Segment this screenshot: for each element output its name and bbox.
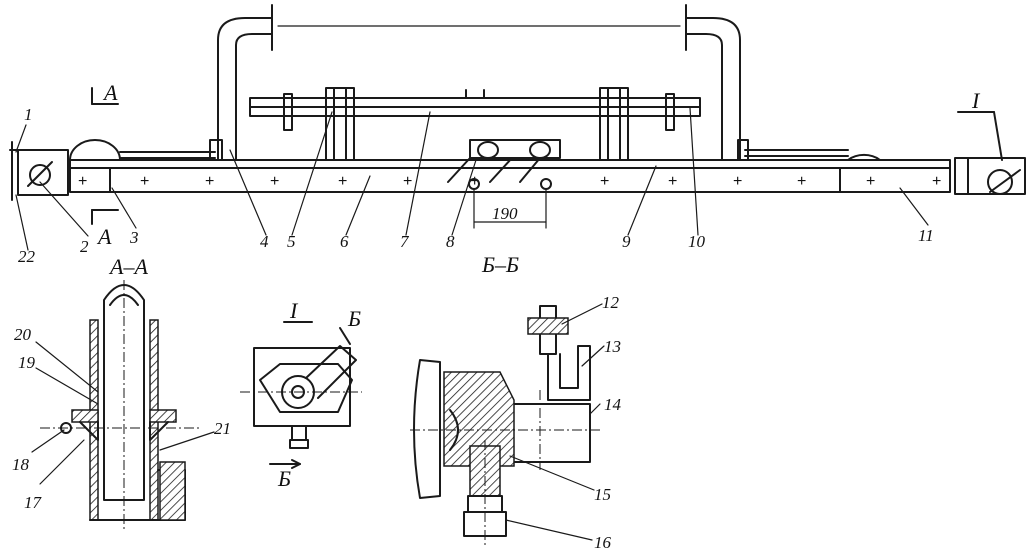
dimension-190: 190	[492, 204, 518, 223]
svg-text:+: +	[797, 173, 806, 190]
part-label-19: 19	[18, 353, 36, 372]
section-a-a: A–A 20 19 18 17 21	[12, 254, 231, 530]
section-title-aa: A–A	[108, 254, 148, 279]
part-label-20: 20	[14, 325, 32, 344]
part-label-17: 17	[24, 493, 43, 512]
svg-text:+: +	[403, 173, 412, 190]
part-label-15: 15	[594, 485, 611, 504]
part-label-9: 9	[622, 232, 631, 251]
part-label-6: 6	[340, 232, 349, 251]
part-label-5: 5	[287, 232, 296, 251]
part-label-2: 2	[80, 237, 89, 256]
part-label-3: 3	[129, 228, 139, 247]
svg-text:+: +	[668, 173, 677, 190]
part-label-18: 18	[12, 455, 30, 474]
detail-i-mark: I	[971, 88, 981, 113]
detail-i: I Б Б	[240, 298, 362, 491]
section-mark-b-top: Б	[347, 306, 361, 331]
part-label-1: 1	[24, 105, 33, 124]
part-label-11: 11	[918, 226, 934, 245]
part-label-12: 12	[602, 293, 620, 312]
part-label-8: 8	[446, 232, 455, 251]
part-label-22: 22	[18, 247, 36, 266]
section-mark-b-bottom: Б	[277, 466, 291, 491]
detail-i-title: I	[289, 298, 299, 323]
svg-text:+: +	[78, 173, 87, 190]
section-mark-a-bottom: A	[96, 224, 112, 249]
part-label-10: 10	[688, 232, 706, 251]
svg-text:+: +	[205, 173, 214, 190]
beam	[69, 159, 951, 193]
svg-text:+: +	[932, 173, 941, 190]
svg-text:+: +	[470, 173, 479, 190]
svg-text:+: +	[600, 173, 609, 190]
part-label-14: 14	[604, 395, 622, 414]
part-label-21: 21	[214, 419, 231, 438]
section-title-bb: Б–Б	[481, 252, 519, 277]
part-label-7: 7	[400, 232, 410, 251]
svg-text:+: +	[270, 173, 279, 190]
svg-text:+: +	[866, 173, 875, 190]
section-mark-a-top: A	[102, 80, 118, 105]
part-label-16: 16	[594, 533, 612, 552]
section-b-b: 12 13 14 15 16	[410, 293, 622, 552]
part-label-4: 4	[260, 232, 269, 251]
svg-text:+: +	[140, 173, 149, 190]
part-label-13: 13	[604, 337, 621, 356]
svg-text:+: +	[733, 173, 742, 190]
svg-text:+: +	[338, 173, 347, 190]
main-view: + + + + + + + + + + + + +	[9, 4, 1026, 277]
